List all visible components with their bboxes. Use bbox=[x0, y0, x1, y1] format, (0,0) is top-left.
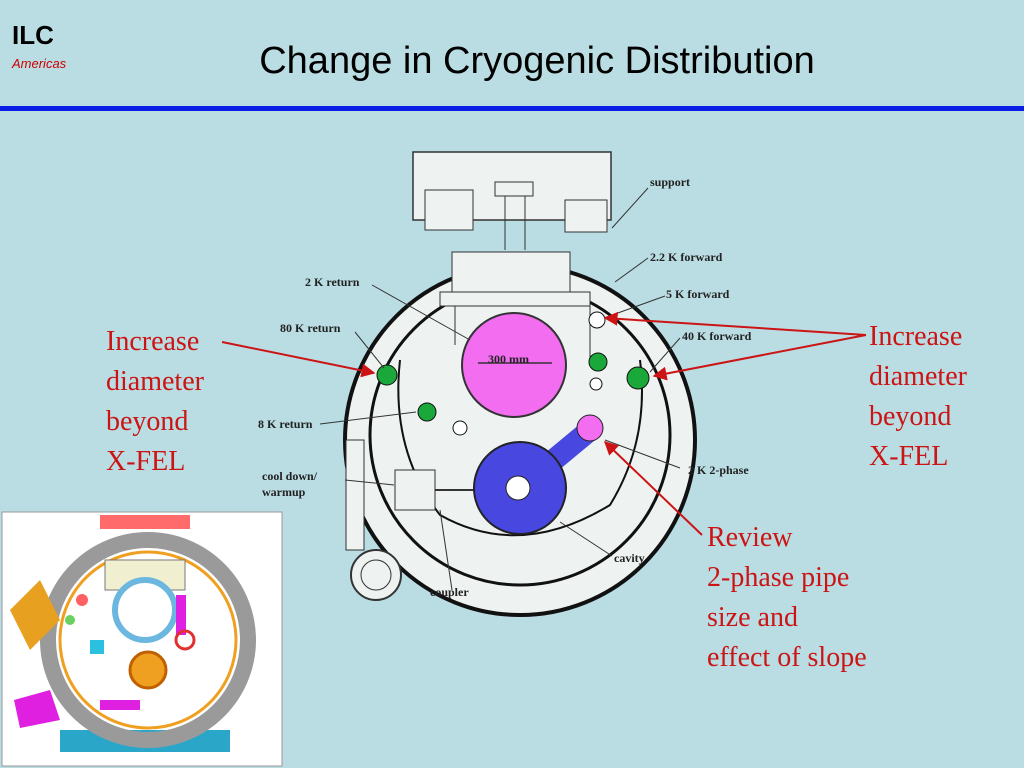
technical-drawing: support 2.2 K forward 2 K return 5 K for… bbox=[258, 151, 752, 617]
cryomodule-color-inset bbox=[1, 511, 283, 767]
annotation-review-line: 2-phase pipe bbox=[707, 562, 850, 593]
label-support: support bbox=[650, 175, 690, 189]
annotation-left-line: beyond bbox=[106, 406, 189, 437]
thermal-shield-5k bbox=[397, 359, 643, 537]
label-5k-forward: 5 K forward bbox=[666, 287, 730, 301]
coupler-flange bbox=[394, 469, 436, 511]
label-8k-return: 8 K return bbox=[258, 417, 313, 431]
label-40k-forward: 40 K forward bbox=[682, 329, 752, 343]
label-cool-down: cool down/ bbox=[262, 469, 318, 483]
gas-return-pipe-300mm bbox=[461, 312, 567, 418]
label-2k-2phase: 2 K 2-phase bbox=[688, 463, 749, 477]
support-post-left bbox=[424, 189, 474, 231]
annotation-review-line: effect of slope bbox=[707, 642, 867, 673]
annotation-right-line: diameter bbox=[869, 361, 967, 392]
cavity-bore bbox=[505, 475, 531, 501]
annotation-right: Increase diameter beyond X-FEL bbox=[869, 317, 967, 477]
arrow-right-to-22k bbox=[603, 311, 867, 336]
return-8k-pipe bbox=[417, 402, 437, 422]
forward-40k-pipe bbox=[626, 366, 650, 390]
label-2k-return: 2 K return bbox=[305, 275, 360, 289]
annotation-right-line: X-FEL bbox=[869, 441, 949, 472]
annotation-right-line: beyond bbox=[869, 401, 952, 432]
arrow-review-to-2phase bbox=[603, 441, 703, 536]
label-80k-return: 80 K return bbox=[280, 321, 341, 335]
label-warmup: warmup bbox=[262, 485, 306, 499]
annotation-left: Increase diameter beyond X-FEL bbox=[106, 322, 204, 482]
arrow-left-to-80k bbox=[221, 341, 376, 378]
forward-22k-pipe bbox=[588, 311, 606, 329]
annotation-review-line: size and bbox=[707, 602, 798, 633]
support-post-right bbox=[564, 199, 608, 233]
title-rule bbox=[0, 106, 1024, 111]
annotation-left-line: diameter bbox=[106, 366, 204, 397]
annotation-review: Review 2-phase pipe size and effect of s… bbox=[707, 518, 867, 678]
label-300mm: 300 mm bbox=[488, 352, 529, 366]
label-22k-forward: 2.2 K forward bbox=[650, 250, 723, 264]
return-80k-pipe bbox=[376, 364, 398, 386]
label-coupler: coupler bbox=[430, 585, 469, 599]
two-phase-pipe bbox=[576, 414, 604, 442]
annotation-review-line: Review bbox=[707, 522, 793, 553]
forward-5k-pipe-lower bbox=[588, 352, 608, 372]
arrow-right-to-40k bbox=[652, 334, 867, 381]
support-clamp bbox=[494, 181, 534, 197]
annotation-right-line: Increase bbox=[869, 321, 963, 352]
annotation-arrows bbox=[221, 311, 867, 536]
annotation-left-line: X-FEL bbox=[106, 446, 186, 477]
annotation-left-line: Increase bbox=[106, 326, 200, 357]
label-cavity: cavity bbox=[614, 551, 645, 565]
upper-post-block bbox=[451, 251, 571, 295]
ilc-logo-subtitle: Americas bbox=[12, 56, 67, 71]
ilc-logo: ILC bbox=[12, 20, 54, 50]
slide-title: Change in Cryogenic Distribution bbox=[259, 40, 815, 82]
